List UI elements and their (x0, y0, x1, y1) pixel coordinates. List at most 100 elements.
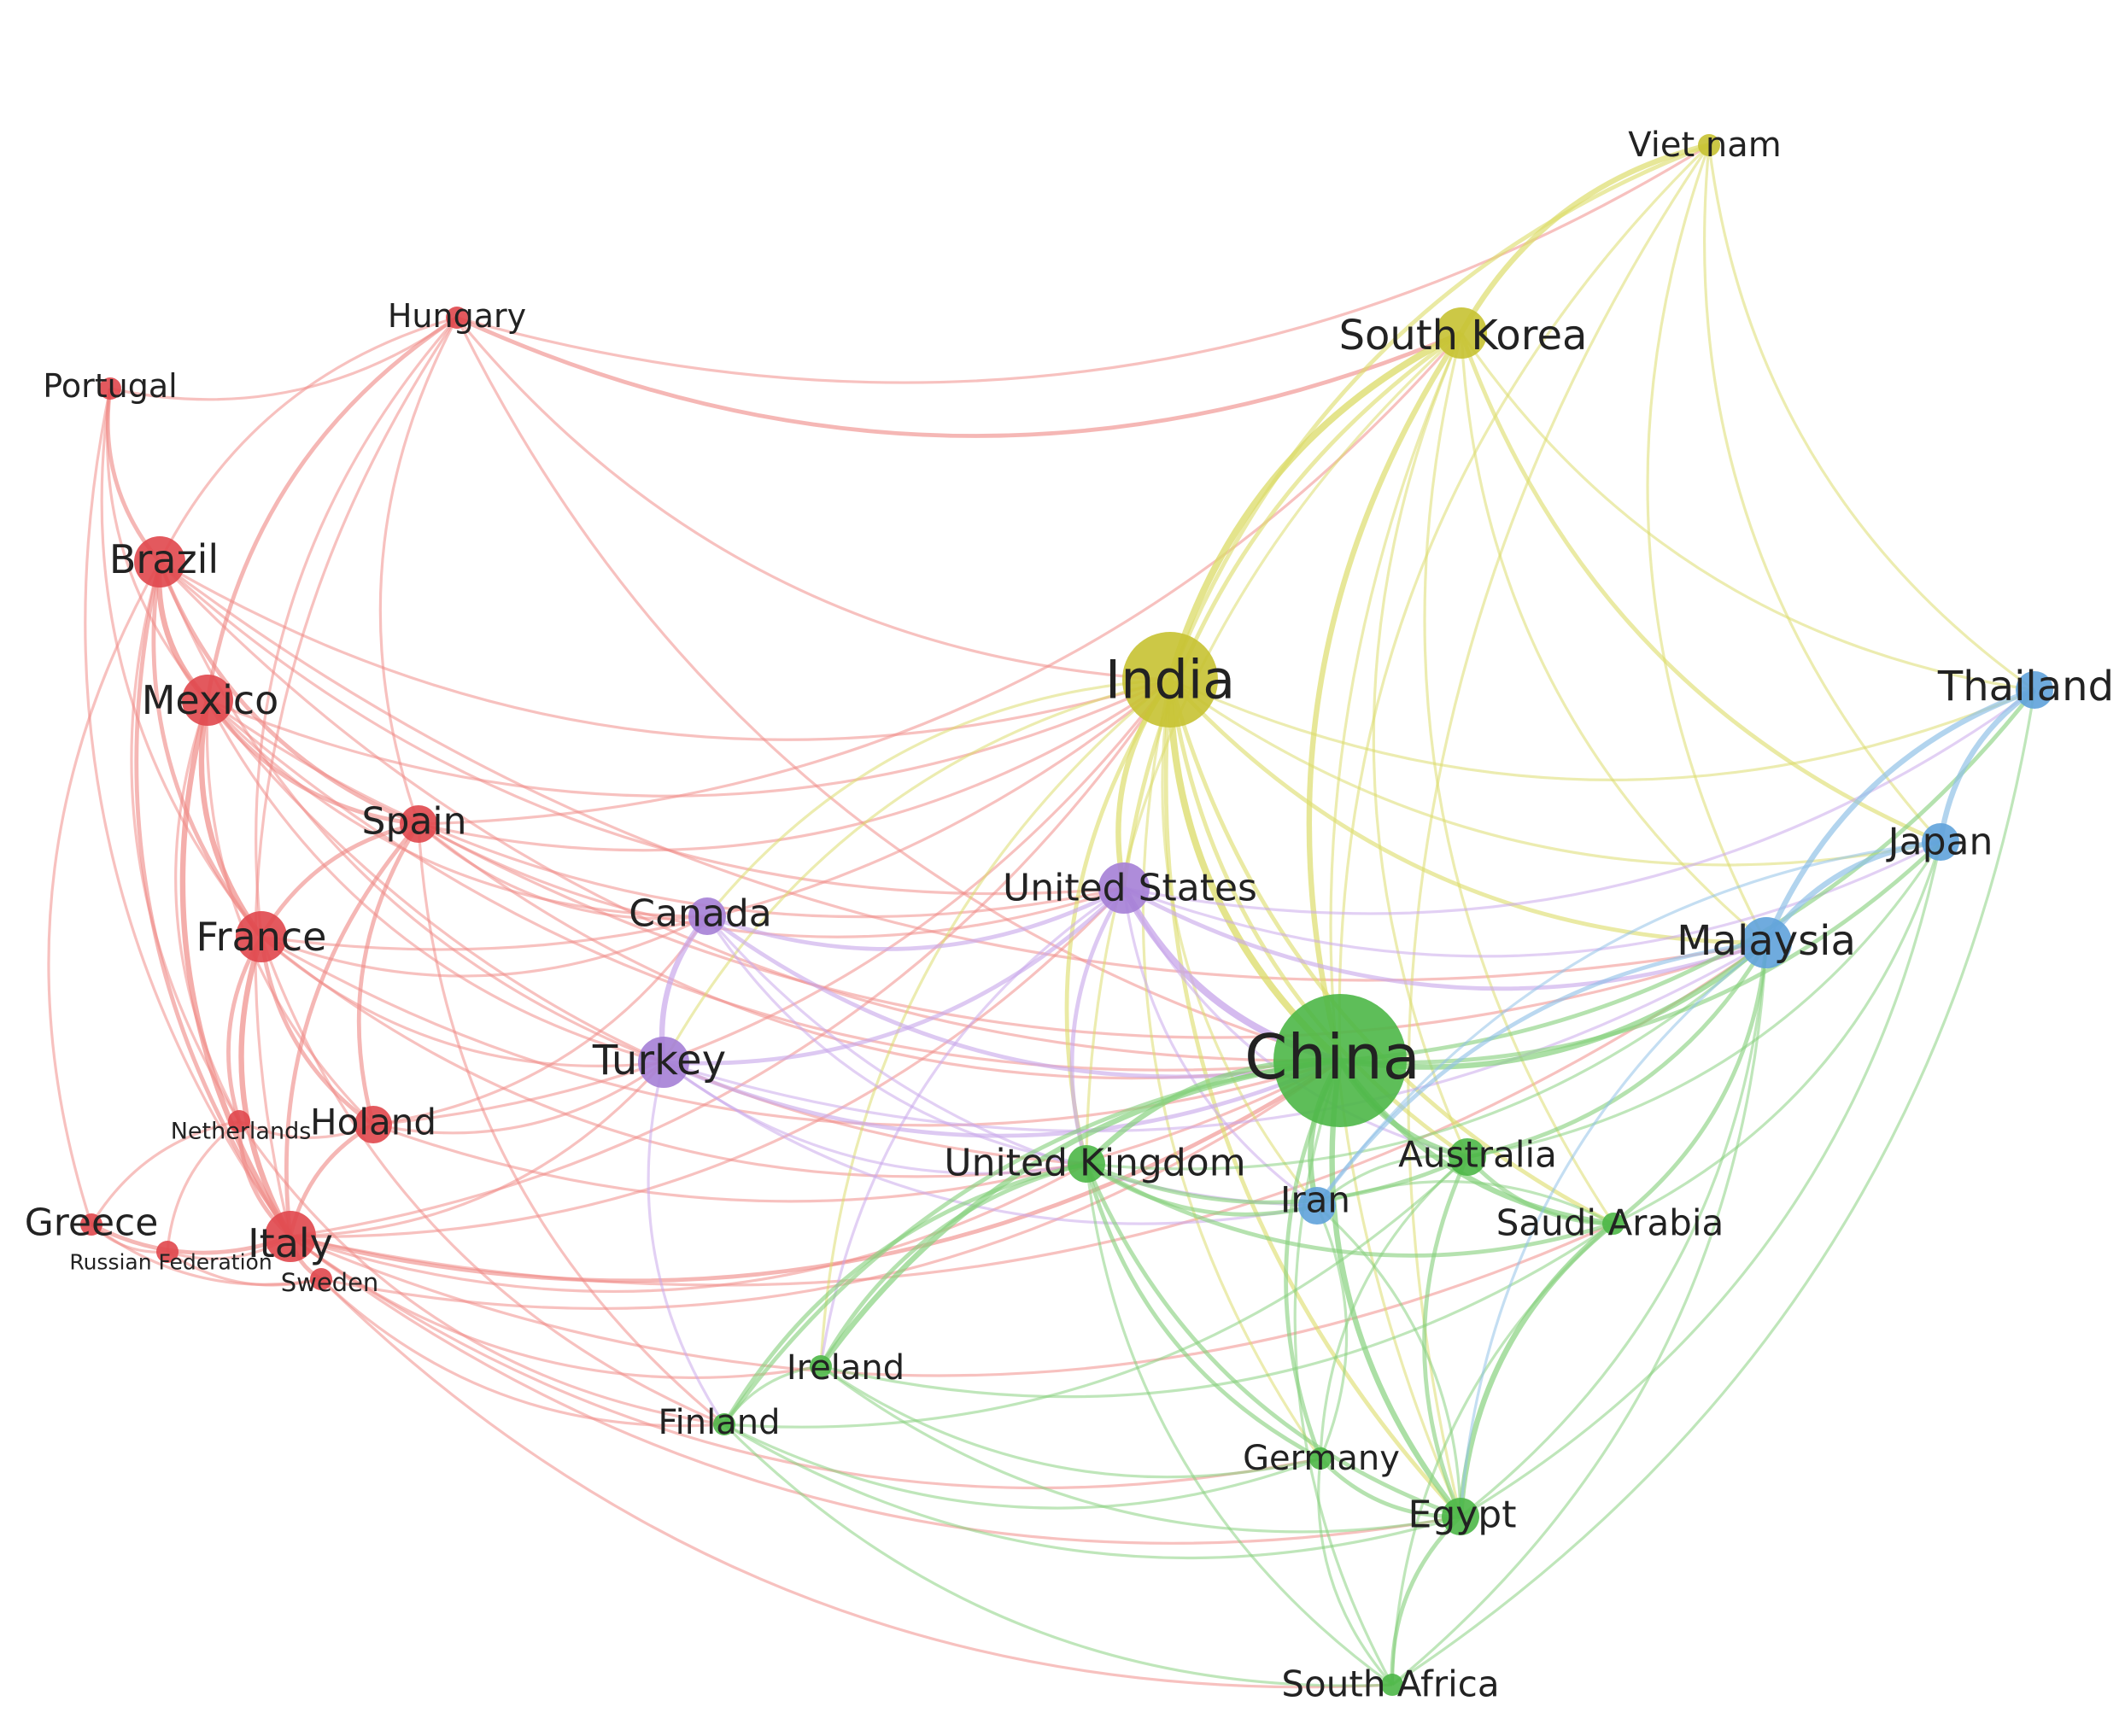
edge-italy-saudi (290, 1222, 1614, 1377)
edge-france-italy (238, 936, 293, 1238)
edge-brazil-india (159, 560, 1171, 741)
node-holand[interactable] (354, 1106, 392, 1143)
edge-mexico-italy (179, 699, 293, 1238)
edge-portugal-italy (84, 388, 292, 1237)
edge-canada-usa (706, 886, 1126, 951)
node-portugal[interactable] (99, 377, 121, 400)
edge-india-turkey (662, 678, 1171, 1063)
node-japan[interactable] (1922, 823, 1959, 861)
edge-hungary-southkorea (456, 315, 1462, 438)
edge-mexico-india (207, 678, 1171, 798)
edge-mexico-uk (206, 699, 1087, 1166)
edge-holand-china (372, 1059, 1341, 1203)
node-usa[interactable] (1098, 862, 1150, 914)
node-italy[interactable] (265, 1211, 316, 1262)
node-egypt[interactable] (1442, 1498, 1479, 1535)
edge-southkorea-china (1306, 331, 1464, 1061)
edge-germany-iran (1315, 1205, 1349, 1459)
edge-malaysia-egypt (1459, 941, 1767, 1517)
node-spain[interactable] (400, 805, 437, 843)
edge-holand-canada (372, 915, 709, 1126)
edge-southkorea-malaysia (1460, 332, 1768, 944)
edge-southkorea-egypt (1329, 332, 1463, 1517)
edge-egypt-southafrica (1390, 1515, 1462, 1686)
edge-china-thailand (1339, 688, 2036, 1063)
edge-france-holand (259, 936, 375, 1126)
node-label-mexico: Mexico (142, 677, 279, 723)
node-turkey[interactable] (638, 1037, 689, 1088)
node-uk[interactable] (1068, 1145, 1105, 1183)
node-russia[interactable] (156, 1241, 179, 1263)
edge-egypt-iran (1315, 1204, 1462, 1517)
edge-spain-holand (356, 822, 421, 1125)
edge-turkey-usa (663, 886, 1126, 1066)
node-label-india: India (1105, 649, 1235, 711)
edge-egypt-malaysia (1460, 942, 1768, 1518)
edge-mexico-turkey (206, 699, 664, 1064)
edge-hungary-india (455, 316, 1171, 681)
edge-spain-india (418, 678, 1171, 852)
node-india[interactable] (1122, 632, 1218, 728)
edge-vietnam-malaysia (1646, 144, 1768, 944)
edge-sweden-china (320, 1059, 1341, 1311)
edge-layer (47, 142, 2036, 1689)
edge-india-germany (1141, 679, 1322, 1459)
node-thailand[interactable] (2016, 671, 2053, 709)
edge-russia-sweden (167, 1250, 322, 1287)
edge-spain-malaysia (418, 822, 1767, 1039)
node-label-iran: Iran (1280, 1179, 1350, 1221)
node-label-hungary: Hungary (388, 297, 526, 335)
edge-finland-southafrica (723, 1423, 1393, 1687)
edge-southafrica-malaysia (1390, 942, 1768, 1686)
edge-finland-egypt (723, 1423, 1461, 1560)
edge-spain-italy (284, 822, 420, 1237)
node-netherlands[interactable] (228, 1110, 250, 1132)
node-label-japan: Japan (1886, 821, 1993, 864)
edge-uk-finland (722, 1161, 1087, 1426)
node-canada[interactable] (688, 897, 726, 935)
edge-turkey-malaysia (663, 941, 1767, 1133)
edge-saudi-iran (1316, 1180, 1614, 1225)
edge-australia-egypt (1422, 1155, 1470, 1517)
edge-brazil-malaysia (159, 560, 1767, 982)
node-brazil[interactable] (134, 536, 185, 587)
node-hungary[interactable] (446, 307, 468, 329)
node-label-uk: United Kingdom (944, 1142, 1245, 1185)
edge-saudi-malaysia (1612, 942, 1769, 1225)
node-malaysia[interactable] (1741, 917, 1792, 968)
edge-china-finland (723, 1058, 1341, 1426)
node-germany[interactable] (1309, 1447, 1332, 1470)
edge-mexico-france (198, 699, 264, 938)
node-australia[interactable] (1449, 1138, 1486, 1176)
node-southafrica[interactable] (1381, 1674, 1403, 1696)
edge-malaysia-iran (1315, 940, 1767, 1207)
node-label-greece: Greece (25, 1201, 159, 1245)
node-label-sweden: Sweden (281, 1268, 379, 1297)
node-greece[interactable] (80, 1213, 102, 1236)
node-china[interactable] (1273, 994, 1407, 1127)
edge-vietnam-japan (1703, 144, 1942, 844)
edge-vietnam-india (1168, 143, 1710, 681)
node-label-netherlands: Netherlands (171, 1119, 312, 1145)
node-iran[interactable] (1298, 1187, 1336, 1225)
node-southkorea[interactable] (1436, 307, 1487, 359)
node-ireland[interactable] (810, 1355, 832, 1377)
edge-hungary-brazil (158, 316, 458, 563)
edge-ireland-germany (820, 1365, 1321, 1479)
node-sweden[interactable] (310, 1268, 332, 1290)
edge-uk-malaysia (1086, 941, 1768, 1171)
edge-mexico-holand (205, 699, 375, 1126)
node-saudi[interactable] (1602, 1213, 1624, 1235)
edge-vietnam-southkorea (1459, 142, 1710, 335)
edge-india-egypt (1163, 679, 1462, 1518)
node-vietnam[interactable] (1698, 134, 1720, 156)
node-finland[interactable] (713, 1413, 735, 1435)
node-label-turkey: Turkey (592, 1037, 726, 1084)
node-mexico[interactable] (182, 675, 233, 726)
edge-india-canada (705, 678, 1171, 918)
edge-netherlands-russia (166, 1119, 240, 1253)
edge-uk-australia (1086, 1154, 1469, 1205)
node-france[interactable] (236, 911, 287, 962)
node-label-southafrica: South Africa (1281, 1663, 1499, 1705)
